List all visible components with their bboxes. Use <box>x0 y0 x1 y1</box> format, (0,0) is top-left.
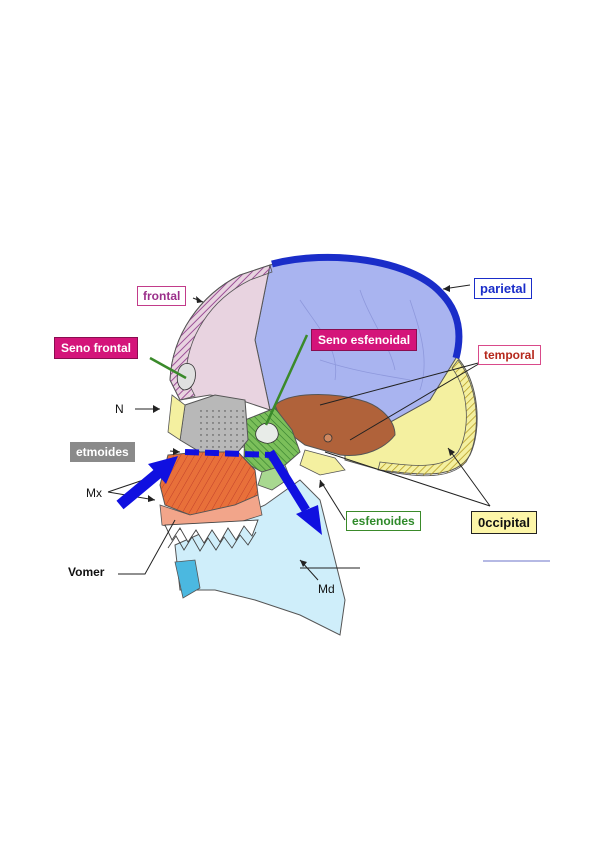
blue-arrow-left <box>116 456 178 510</box>
ethmoid-dots <box>200 410 244 448</box>
label-vomer: Vomer <box>68 565 105 579</box>
temporal-bone <box>274 394 396 457</box>
nasal-bone <box>167 394 186 441</box>
label-esfenoides: esfenoides <box>346 511 421 531</box>
blue-arrow-right <box>266 449 322 535</box>
seno-esfenoidal-pointer <box>264 334 309 426</box>
label-temporal: temporal <box>478 345 541 365</box>
label-n: N <box>115 402 124 416</box>
label-frontal: frontal <box>137 286 187 306</box>
label-seno-esfenoidal: Seno esfenoidal <box>311 329 418 351</box>
label-etmoides: etmoides <box>70 442 135 462</box>
seno-frontal-pointer <box>149 356 187 380</box>
frontal-sinus <box>176 363 196 391</box>
label-occipital: 0ccipital <box>471 511 538 534</box>
chin-region <box>174 559 201 599</box>
lower-teeth <box>167 531 257 552</box>
leader-arrowheads <box>148 285 455 567</box>
sphenoid-sinus <box>255 422 279 444</box>
occipital-hatch <box>377 359 477 477</box>
palatal-dashed-line <box>184 449 273 458</box>
label-md: Md <box>318 582 335 596</box>
maxilla-hatch <box>160 452 258 515</box>
parietal-border <box>271 253 463 359</box>
leader-lines <box>107 284 550 581</box>
occipital-condyle <box>299 449 346 476</box>
ear-canal <box>323 433 333 443</box>
label-parietal: parietal <box>474 278 533 299</box>
label-mx: Mx <box>86 486 102 500</box>
upper-teeth <box>164 519 259 544</box>
label-seno-frontal: Seno frontal <box>54 337 139 359</box>
